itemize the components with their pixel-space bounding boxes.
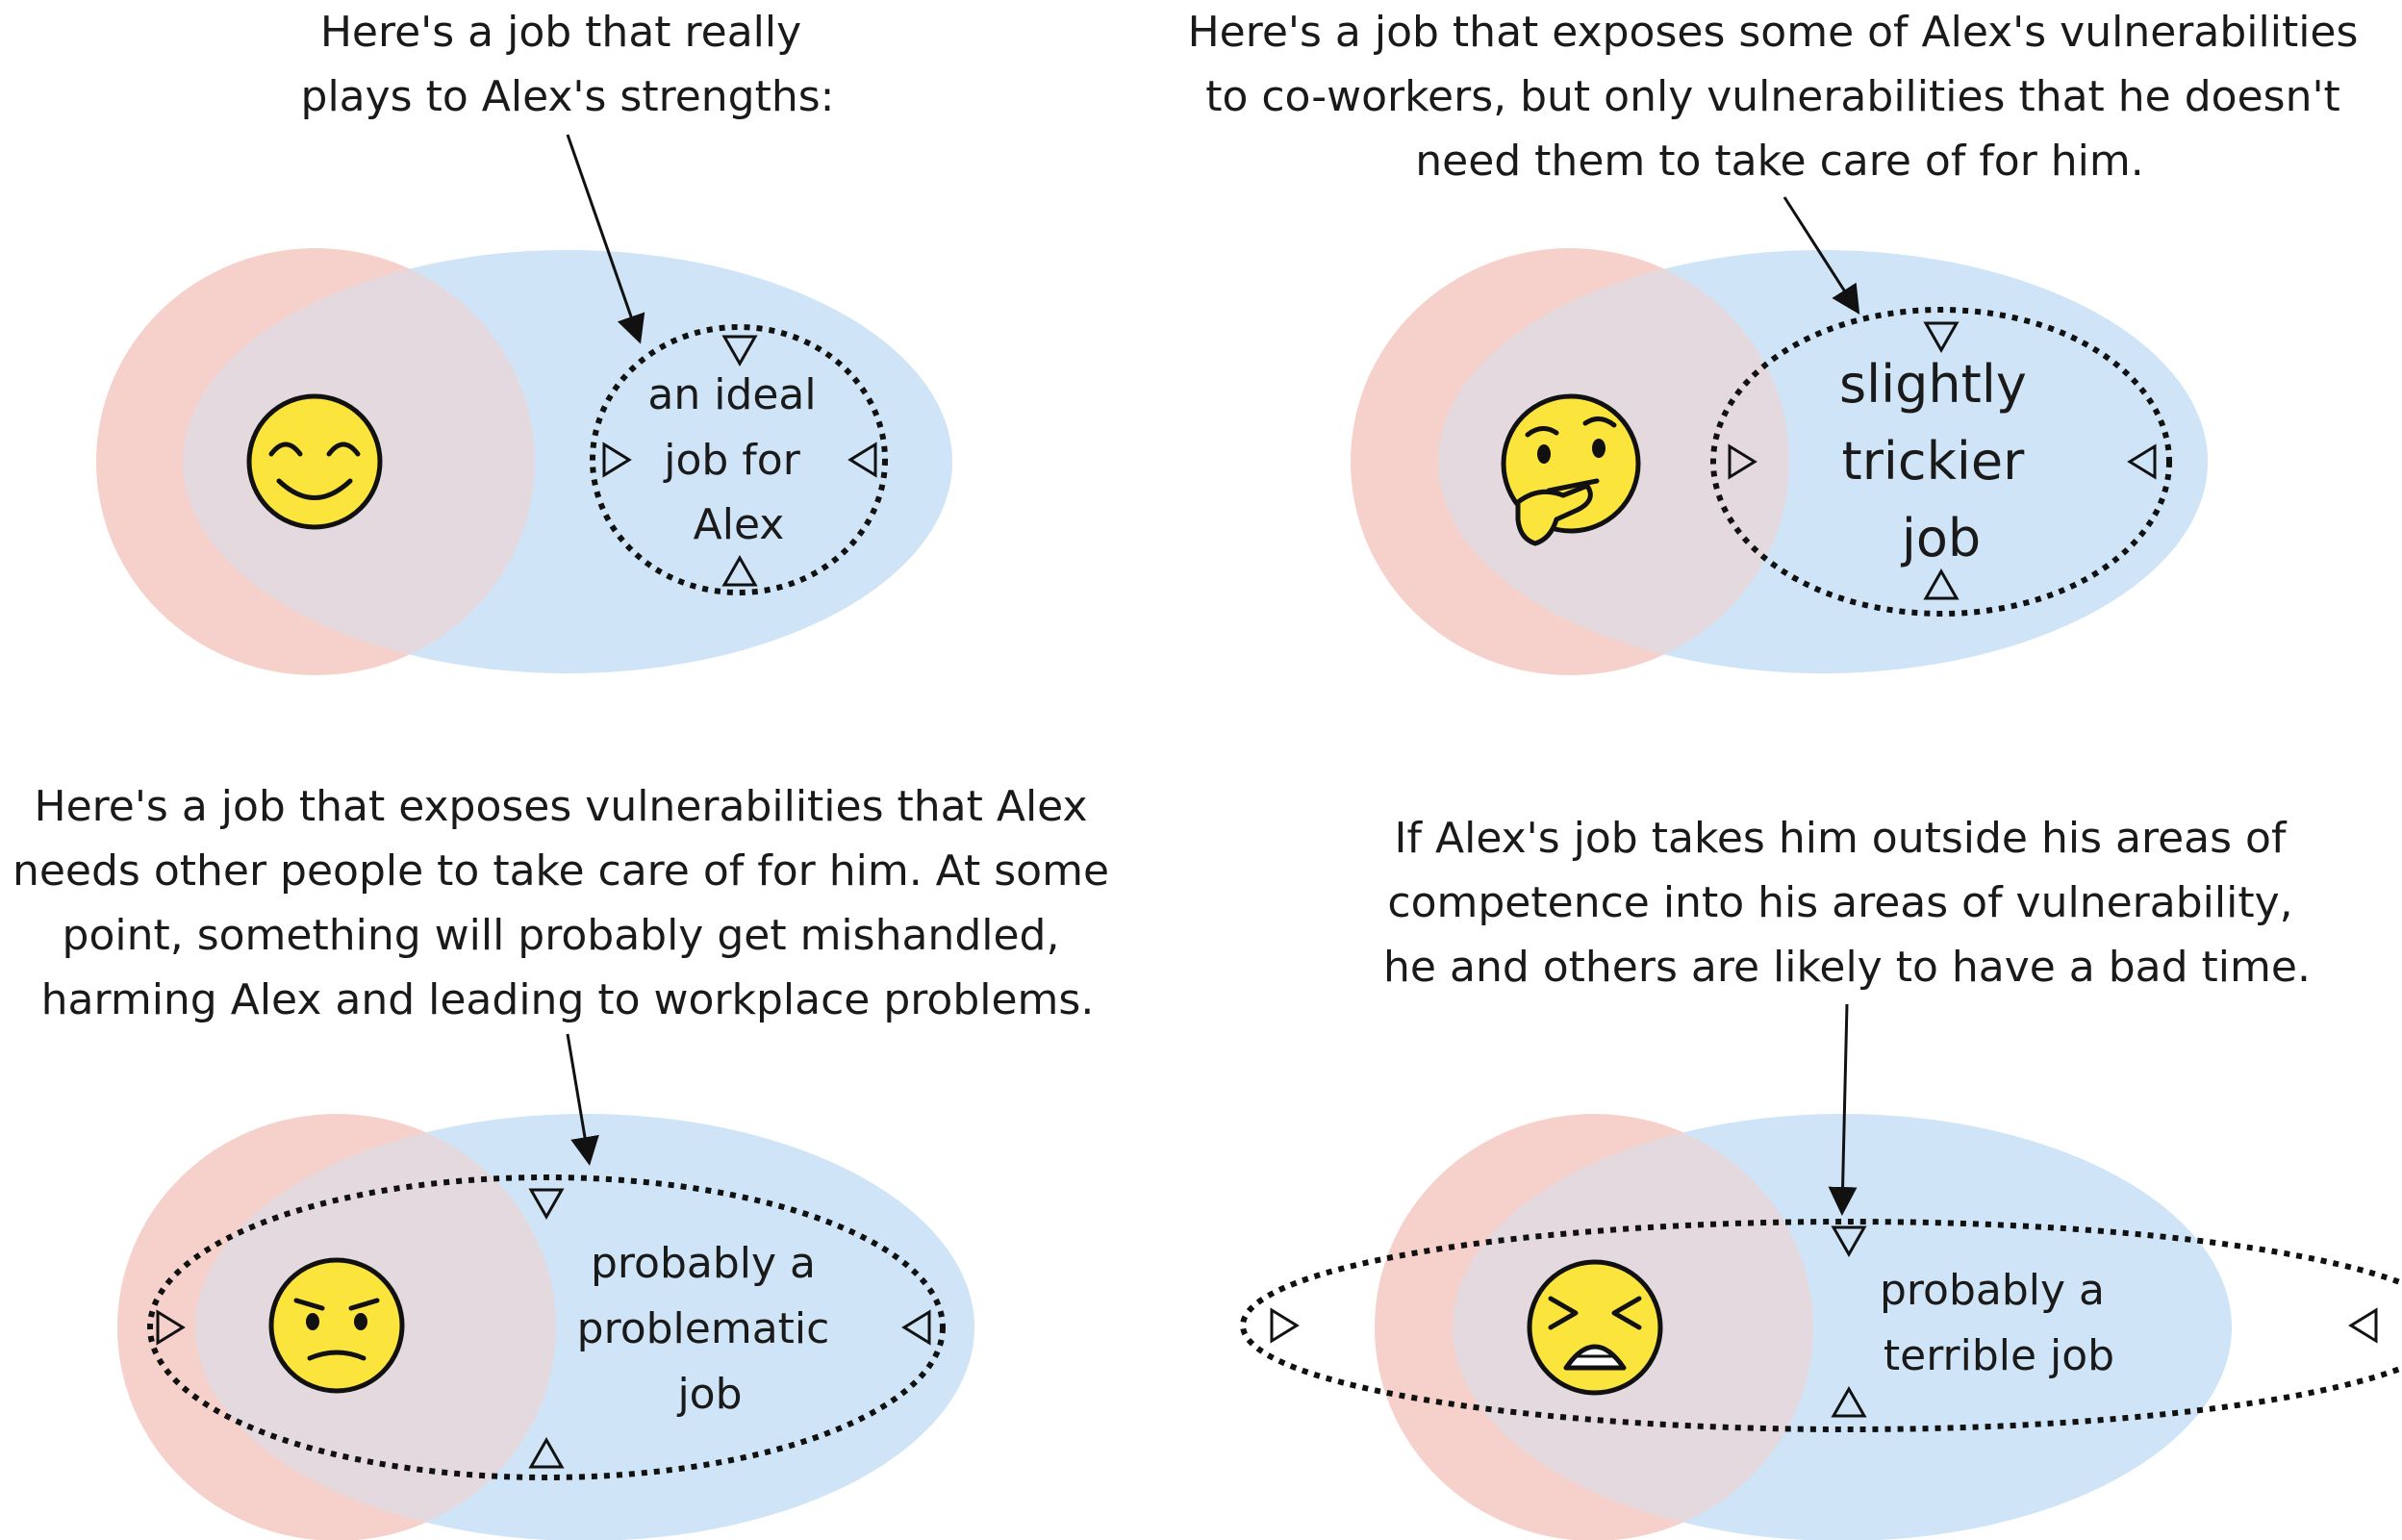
- bottom-triangle-marker: [1831, 1385, 1867, 1418]
- panel-problematic-job: Here's a job that exposes vulnerabilitie…: [13, 782, 1123, 1540]
- job-ellipse: [1240, 1219, 2402, 1432]
- top-triangle-marker: [1923, 321, 1960, 354]
- job-label: an ideal job for Alex: [647, 370, 829, 549]
- pointer-arrow: [1783, 196, 1860, 316]
- left-triangle-marker: [1270, 1307, 1300, 1344]
- job-label: probably a terrible job: [1880, 1266, 2118, 1380]
- top-triangle-marker: [528, 1188, 565, 1221]
- top-triangle-marker: [721, 335, 758, 367]
- job-ellipse: [147, 1174, 946, 1480]
- thinking-face-icon: [1501, 393, 1641, 546]
- overlap-region: [1438, 250, 2208, 673]
- top-triangle-marker: [1831, 1225, 1867, 1258]
- bottom-triangle-marker: [721, 554, 758, 587]
- panel-4-caption: If Alex's job takes him outside his area…: [1383, 814, 2311, 992]
- pointer-arrow: [566, 1033, 599, 1166]
- bottom-triangle-marker: [1923, 568, 1960, 600]
- left-triangle-marker: [602, 442, 632, 478]
- right-triangle-marker: [2348, 1307, 2378, 1344]
- left-triangle-marker: [1728, 443, 1757, 480]
- overlap-region: [183, 250, 952, 673]
- panel-3-caption: Here's a job that exposes vulnerabilitie…: [13, 782, 1123, 1024]
- job-label: probably a problematic job: [577, 1239, 844, 1419]
- bottom-triangle-marker: [528, 1436, 565, 1469]
- pointer-arrow: [566, 134, 645, 344]
- left-triangle-marker: [156, 1309, 186, 1346]
- panel-terrible-job: If Alex's job takes him outside his area…: [1240, 814, 2402, 1540]
- pointer-arrow: [1828, 1003, 1858, 1216]
- smiling-face-icon: [246, 393, 383, 530]
- overlap-region: [1453, 1114, 2232, 1540]
- panel-1-caption: Here's a job that really plays to Alex's…: [301, 8, 835, 121]
- frowning-face-icon: [268, 1257, 405, 1394]
- job-ellipse: [1710, 307, 2172, 617]
- overlap-region: [195, 1114, 974, 1540]
- job-label: slightly trickier job: [1839, 354, 2043, 568]
- right-triangle-marker: [847, 442, 877, 478]
- panel-ideal-job: Here's a job that really plays to Alex's…: [96, 8, 952, 675]
- right-triangle-marker: [2127, 443, 2157, 480]
- job-ellipse: [590, 324, 888, 595]
- tired-face-icon: [1527, 1259, 1663, 1396]
- panel-2-caption: Here's a job that exposes some of Alex's…: [1188, 8, 2372, 186]
- panel-trickier-job: Here's a job that exposes some of Alex's…: [1188, 8, 2372, 675]
- right-triangle-marker: [901, 1309, 931, 1346]
